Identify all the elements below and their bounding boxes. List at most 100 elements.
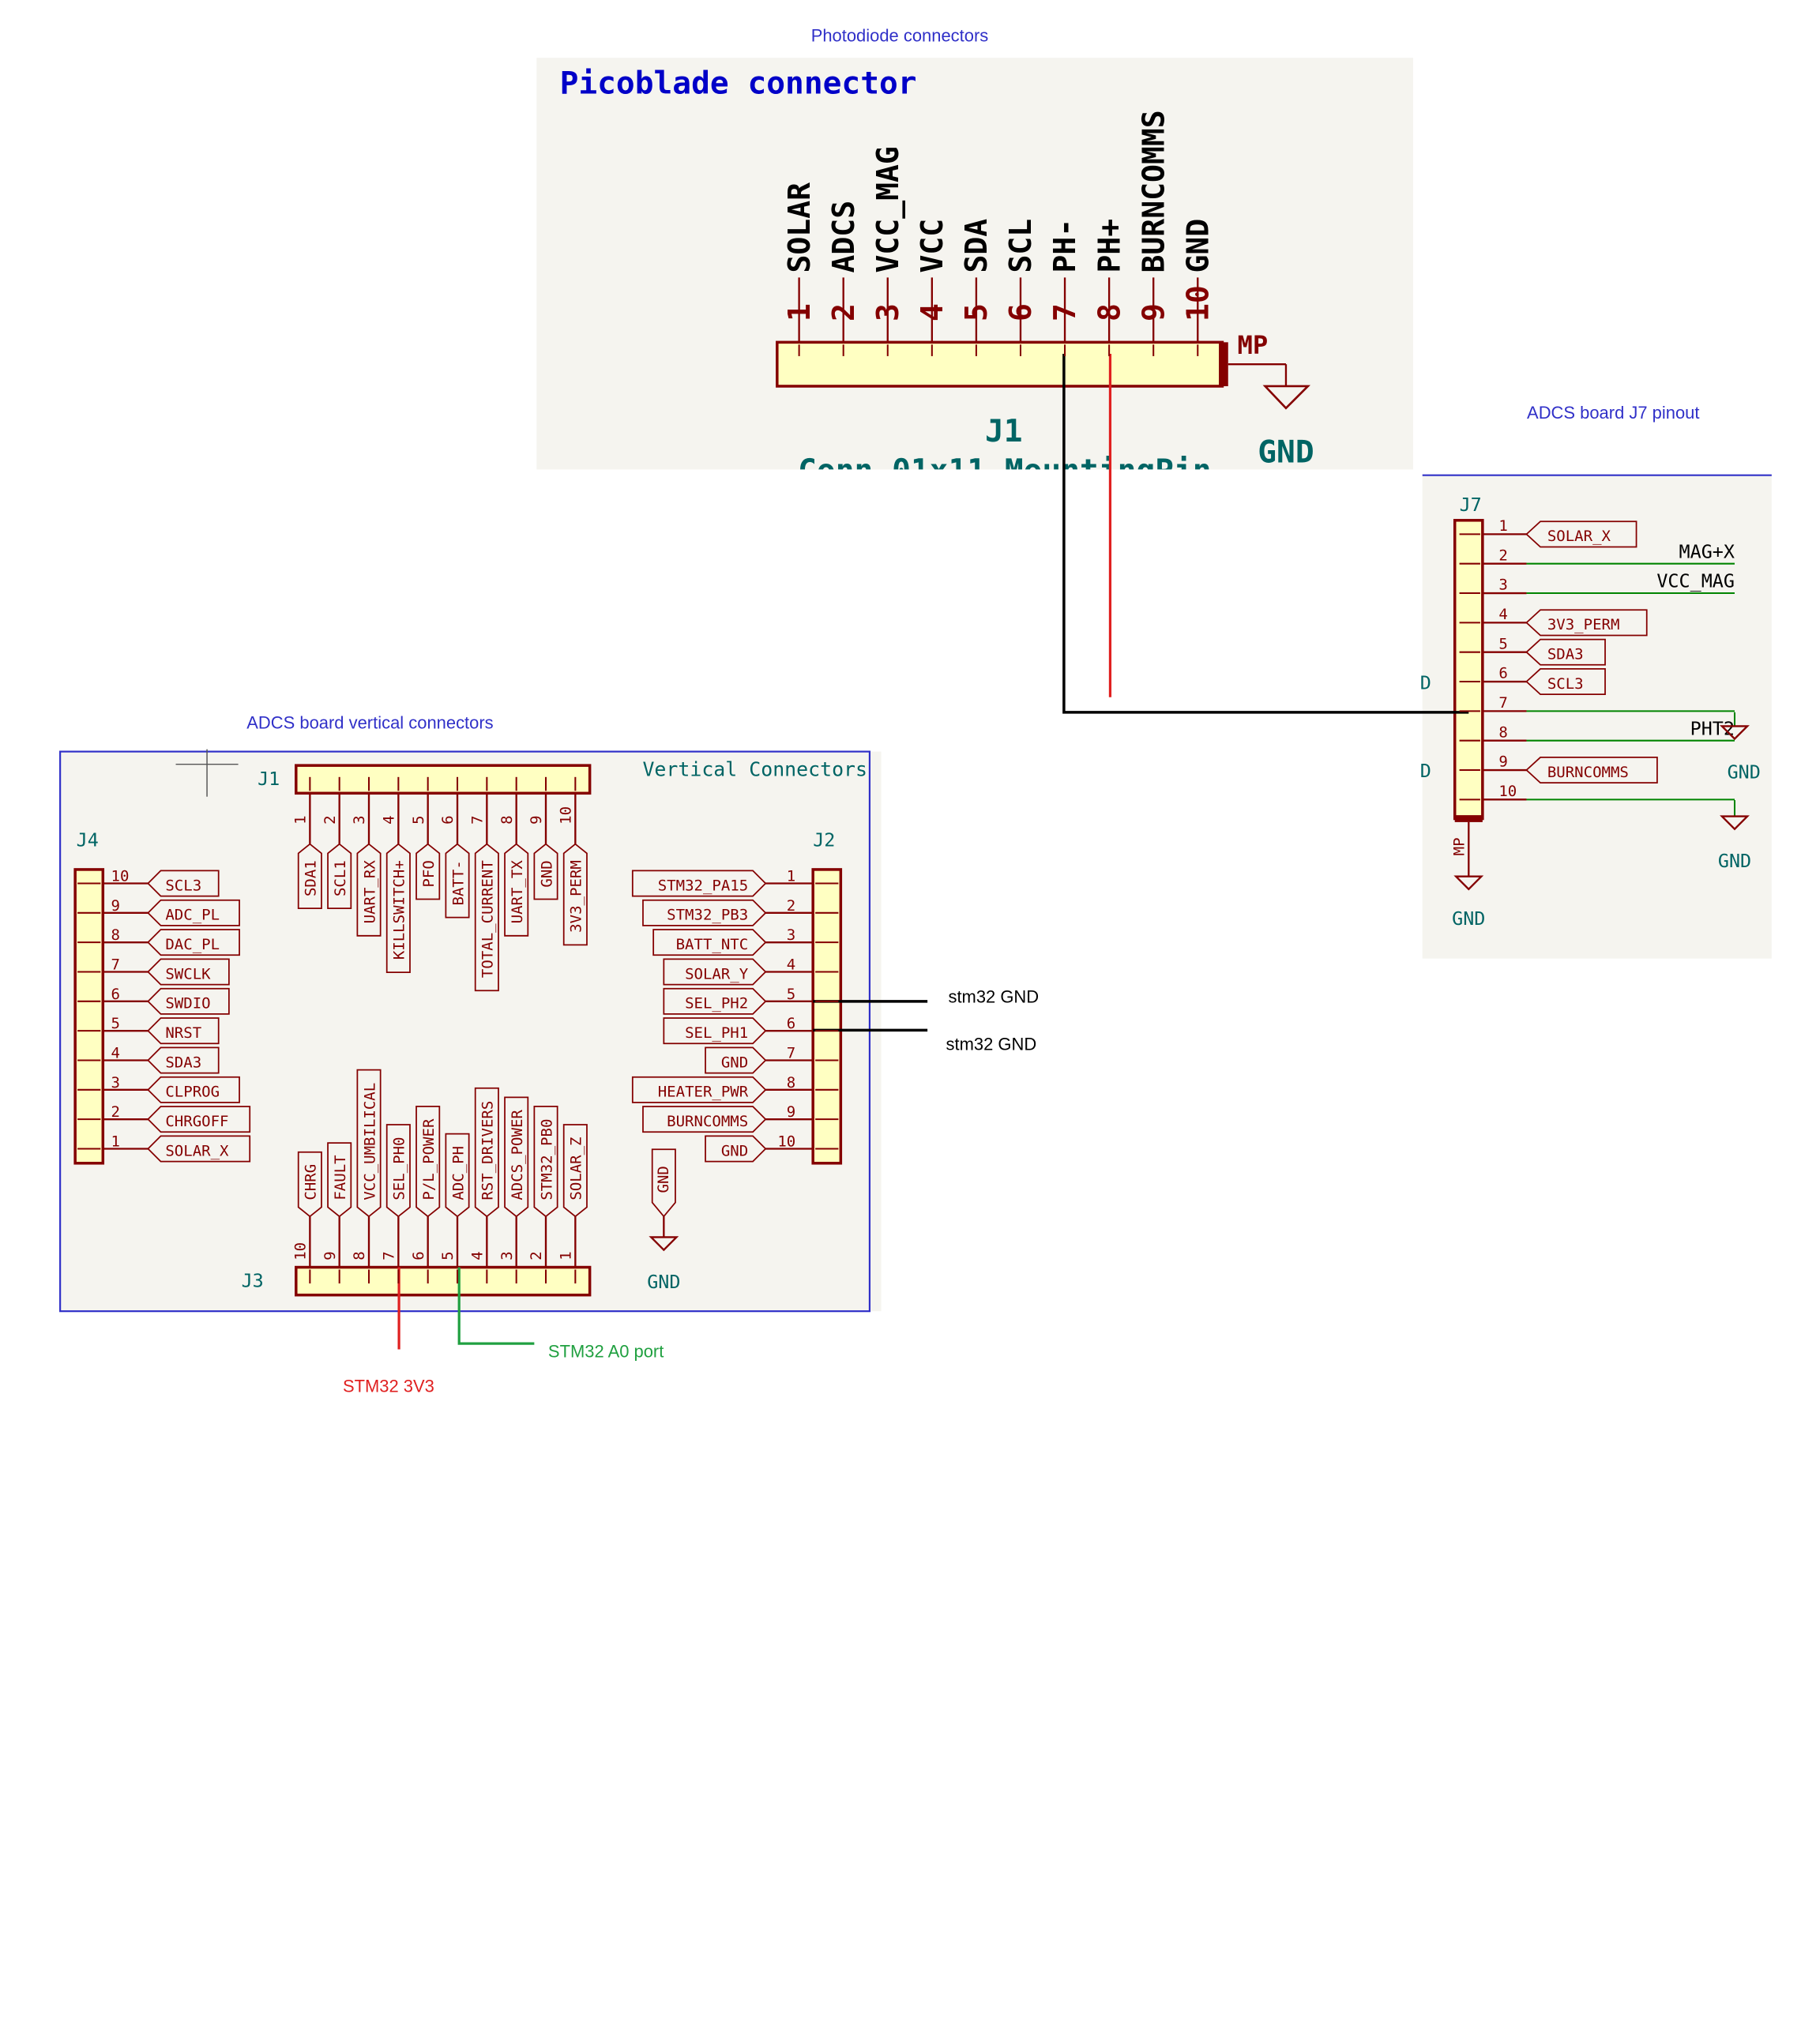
j7-mp-gnd-icon xyxy=(1453,875,1484,891)
vertical-j2-pin-number: 9 xyxy=(787,1103,795,1121)
vertical-j1-ref: J1 xyxy=(258,768,280,790)
vertical-j2-net-tag xyxy=(642,899,767,926)
picoblade-ref: J1 xyxy=(985,413,1023,449)
vertical-j1-pin-number: 8 xyxy=(498,815,516,824)
vertical-j4-net-label: ADC_PL xyxy=(165,907,220,924)
j7-gnd-label-pin7: GND xyxy=(1728,761,1761,783)
picoblade-value-clip: Conn_01x11_MountingPin xyxy=(798,453,1211,489)
vertical-j3-net-label: SEL_PH0 xyxy=(391,1137,408,1200)
vertical-j3-pin-number: 3 xyxy=(498,1251,516,1260)
picoblade-panel xyxy=(536,58,1414,470)
j7-gnd-label-pin10: GND xyxy=(1718,850,1751,872)
picoblade-pin-number: 5 xyxy=(959,303,994,321)
picoblade-pin-number: 8 xyxy=(1092,303,1126,321)
vertical-j3-pin-number: 1 xyxy=(557,1251,574,1260)
vertical-j1-pin-number: 7 xyxy=(468,815,486,824)
stm32-gnd-caption-1: stm32 GND xyxy=(948,986,1039,1006)
j7-pin-number: 4 xyxy=(1498,606,1507,623)
vertical-j3: 10CHRG9FAULT8VCC_UMBILICAL7SEL_PH06P/L_P… xyxy=(291,1069,588,1268)
j7-pin-number: 7 xyxy=(1498,694,1507,712)
vertical-j4-pin-number: 3 xyxy=(111,1074,120,1092)
vertical-j4-net-tag xyxy=(147,987,230,1015)
vertical-j2-net-tag xyxy=(705,1046,767,1074)
j7-pin-number: 1 xyxy=(1498,517,1507,535)
j7-connector-body xyxy=(1453,519,1484,821)
vertical-j1-net-label: SDA1 xyxy=(303,860,320,896)
vertical-j1-net-label: KILLSWITCH+ xyxy=(391,860,408,960)
vertical-j3-net-label: SOLAR_Z xyxy=(568,1137,585,1200)
vertical-j1-net-tag xyxy=(562,843,588,946)
vertical-caption: ADCS board vertical connectors xyxy=(246,712,493,732)
ph-minus-wire xyxy=(1062,353,1469,714)
vertical-j4-pin-number: 6 xyxy=(111,986,120,1003)
vertical-j4-net-tag xyxy=(147,899,240,926)
picoblade-gnd-symbol xyxy=(1262,364,1310,410)
j7-net-label: MAG+X xyxy=(1679,540,1735,562)
vertical-j1-net-label: BATT- xyxy=(449,860,467,905)
stm32-gnd-caption-2: stm32 GND xyxy=(946,1034,1037,1054)
j7-edge-fragment-1: D xyxy=(1420,672,1431,694)
vertical-j4-net-tag xyxy=(147,1046,220,1074)
vertical-j3-net-label: ADC_PH xyxy=(449,1146,467,1200)
j7-net-tag xyxy=(1525,520,1637,548)
vertical-j2-net-label: BATT_NTC xyxy=(676,936,749,953)
vertical-j3-ref: J3 xyxy=(242,1269,264,1291)
j7-net-tag-label: SOLAR_X xyxy=(1547,528,1611,545)
vertical-j4-net-tag xyxy=(147,1106,251,1133)
j7-net-tag xyxy=(1525,668,1606,696)
adcs-j7-caption: ADCS board J7 pinout xyxy=(1527,403,1699,423)
vertical-j4-pin-number: 7 xyxy=(111,956,120,974)
vertical-j1-pin-number: 4 xyxy=(380,815,397,824)
picoblade-pin-number: 6 xyxy=(1003,303,1038,321)
vertical-j4-pin-number: 9 xyxy=(111,897,120,915)
vertical-j1-net-tag xyxy=(327,843,352,909)
vertical-j1-net-label: PFO xyxy=(420,860,438,887)
vertical-j3-pin-number: 5 xyxy=(439,1251,457,1260)
picoblade-pin-number: 7 xyxy=(1047,303,1082,321)
vertical-j4-pin-number: 10 xyxy=(111,868,130,885)
vertical-j4-pin-number: 4 xyxy=(111,1045,120,1062)
vertical-j4-net-tag xyxy=(147,929,240,956)
vertical-gnd-icon xyxy=(649,1236,679,1252)
picoblade-value: Conn_01x11_MountingPin xyxy=(798,453,1211,489)
vertical-j4-net-label: DAC_PL xyxy=(165,936,220,953)
vertical-j2-net-label: GND xyxy=(721,1054,748,1071)
vertical-j3-net-tag xyxy=(445,1133,470,1218)
j7-gnd-symbol-pin7 xyxy=(1720,712,1750,741)
vertical-j2-pin-number: 6 xyxy=(787,1015,795,1032)
vertical-j4-net-label: CLPROG xyxy=(165,1084,220,1101)
j7-net-tag-label: SDA3 xyxy=(1547,645,1584,663)
vertical-j2-pin-number: 2 xyxy=(787,897,795,915)
vertical-j1-body xyxy=(295,764,592,795)
picoblade-pin-name: SCL xyxy=(1003,219,1038,273)
vertical-j1-net-tag xyxy=(445,843,470,919)
vertical-j4-net-label: NRST xyxy=(165,1024,201,1042)
vertical-j3-pin-number: 2 xyxy=(528,1251,545,1260)
vertical-j2-net-tag xyxy=(663,987,767,1015)
vertical-j1-pin-number: 9 xyxy=(528,815,545,824)
vertical-j2-net-label: STM32_PB3 xyxy=(667,907,748,924)
picoblade-mp-label: MP xyxy=(1237,330,1268,360)
vertical-j3-net-tag xyxy=(385,1124,411,1218)
vertical-j2-net-label: BURNCOMMS xyxy=(667,1113,748,1130)
picoblade-pin-name: SOLAR xyxy=(782,182,817,273)
vertical-j4-net-label: SWDIO xyxy=(165,995,210,1013)
vertical-j3-net-tag xyxy=(533,1106,558,1218)
picoblade-pin-name: SDA xyxy=(959,219,994,273)
vertical-j2-ref: J2 xyxy=(813,829,835,851)
picoblade-gnd-label: GND xyxy=(1258,434,1314,471)
vertical-j1-pin-number: 3 xyxy=(351,815,368,824)
vertical-j1-net-label: 3V3_PERM xyxy=(568,860,585,933)
vertical-j1: 1SDA12SCL13UART_RX4KILLSWITCH+5PFO6BATT-… xyxy=(291,793,588,992)
vertical-j3-pin-number: 9 xyxy=(321,1251,339,1260)
picoblade-pin-number: 10 xyxy=(1180,285,1215,321)
vertical-j1-net-tag xyxy=(474,843,499,992)
stm32-a0-wire xyxy=(457,1267,535,1345)
j7-net-label: PHT2 xyxy=(1690,717,1735,739)
j7-gnd-symbol-pin10 xyxy=(1720,800,1750,831)
j7-net-tag xyxy=(1525,609,1648,637)
vertical-j2-net-label: GND xyxy=(721,1142,748,1159)
j7-edge-fragment-2: D xyxy=(1420,760,1431,782)
vertical-j3-pin-number: 7 xyxy=(380,1251,397,1260)
photodiode-caption: Photodiode connectors xyxy=(811,26,989,46)
